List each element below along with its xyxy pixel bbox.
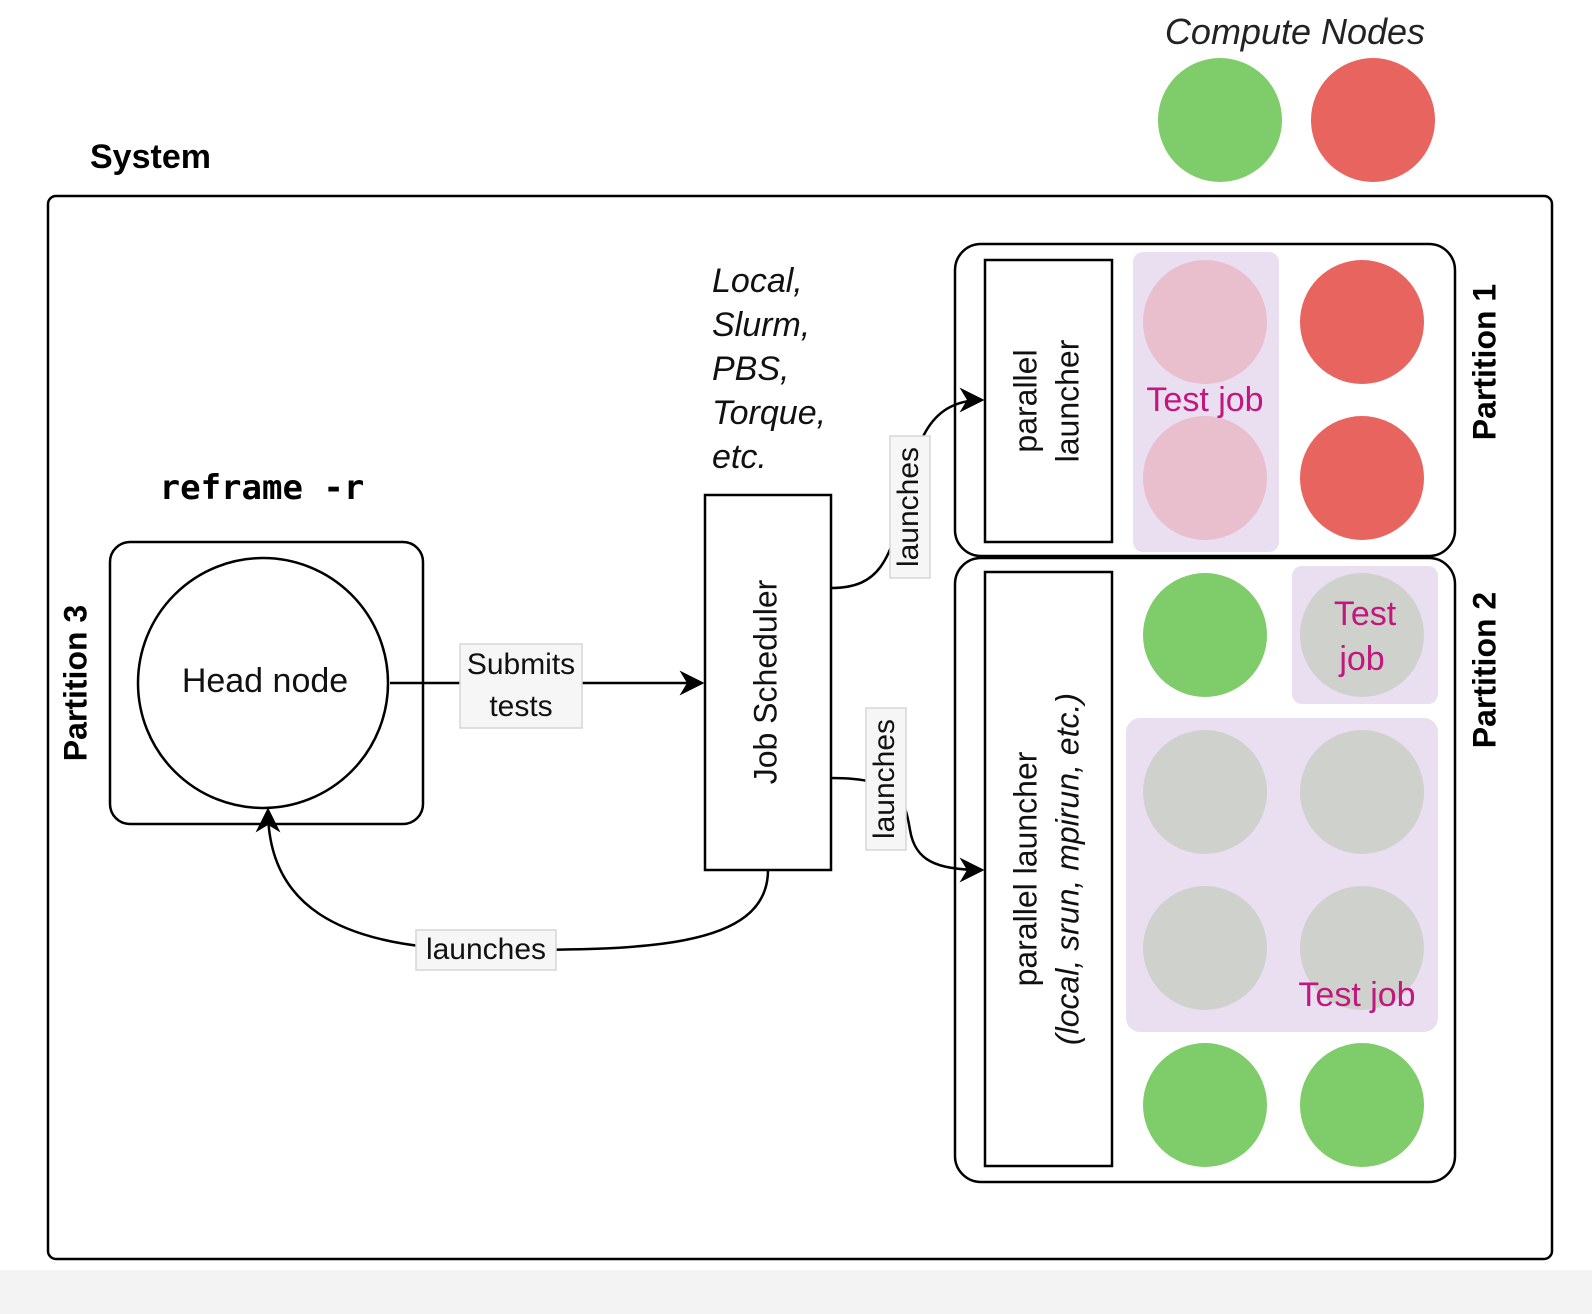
reframe-command: reframe -r	[160, 468, 365, 508]
legend-node-busy	[1311, 58, 1435, 182]
partition2-free-node-bottom-2	[1300, 1043, 1424, 1167]
partition2-launcher-line2: (local, srun, mpirun, etc.)	[1049, 693, 1085, 1045]
partition2-small-job-line1: Test	[1334, 595, 1397, 633]
partition2-small-job-node	[1300, 573, 1424, 697]
partition2-launcher-box	[983, 570, 1114, 1168]
partition2-job-node-3	[1143, 886, 1267, 1010]
launch-p2-label-box	[865, 707, 907, 851]
legend-node-free	[1158, 58, 1282, 182]
partition2-free-node-top	[1143, 573, 1267, 697]
partition1-busy-node-1	[1300, 260, 1424, 384]
scheduler-type-pbs: PBS,	[712, 350, 789, 388]
partition2-free-node-bottom-1	[1143, 1043, 1267, 1167]
scheduler-type-torque: Torque,	[712, 394, 826, 432]
launch-head-label-box	[415, 929, 557, 971]
job-scheduler-box	[703, 493, 833, 872]
scheduler-type-etc: etc.	[712, 438, 767, 476]
legend-title: Compute Nodes	[1165, 11, 1425, 52]
partition1-box	[953, 242, 1457, 558]
partition2-job-node-4	[1300, 886, 1424, 1010]
launch-p1-label: launches	[892, 447, 925, 567]
partition1-job-node-2	[1143, 416, 1267, 540]
bottom-background-band	[0, 1270, 1592, 1314]
job-scheduler-label: Job Scheduler	[747, 579, 783, 784]
partition2-box	[953, 556, 1457, 1184]
partition2-label: Partition 2	[1466, 592, 1502, 748]
head-node-label: Head node	[182, 662, 348, 700]
partition1-busy-node-2	[1300, 416, 1424, 540]
partition1-label: Partition 1	[1466, 284, 1502, 440]
submits-label-box	[459, 643, 583, 729]
partition2-large-job-label: Test job	[1298, 976, 1415, 1014]
launch-p2-label: launches	[868, 719, 901, 839]
partition2-small-job-line2: job	[1338, 640, 1384, 678]
system-box	[46, 194, 1554, 1261]
partition1-launcher-line2: launcher	[1049, 339, 1085, 462]
partition1-job-node-1	[1143, 260, 1267, 384]
launch-head-label: launches	[426, 933, 546, 966]
partition3-label: Partition 3	[57, 605, 93, 761]
scheduler-type-local: Local,	[712, 262, 803, 300]
submits-label-line2: tests	[489, 690, 552, 723]
system-label: System	[90, 138, 211, 176]
partition1-launcher-box	[983, 258, 1114, 544]
partition1-test-job-label: Test job	[1146, 381, 1263, 419]
partition2-job-node-2	[1300, 730, 1424, 854]
scheduler-type-slurm: Slurm,	[712, 306, 810, 344]
submits-label-line1: Submits	[467, 648, 575, 681]
partition2-launcher-line1: parallel launcher	[1007, 751, 1043, 986]
partition1-launcher-line1: parallel	[1007, 349, 1043, 452]
partition2-job-node-1	[1143, 730, 1267, 854]
launch-head-arrow	[255, 807, 770, 952]
launch-p1-label-box	[889, 435, 931, 579]
